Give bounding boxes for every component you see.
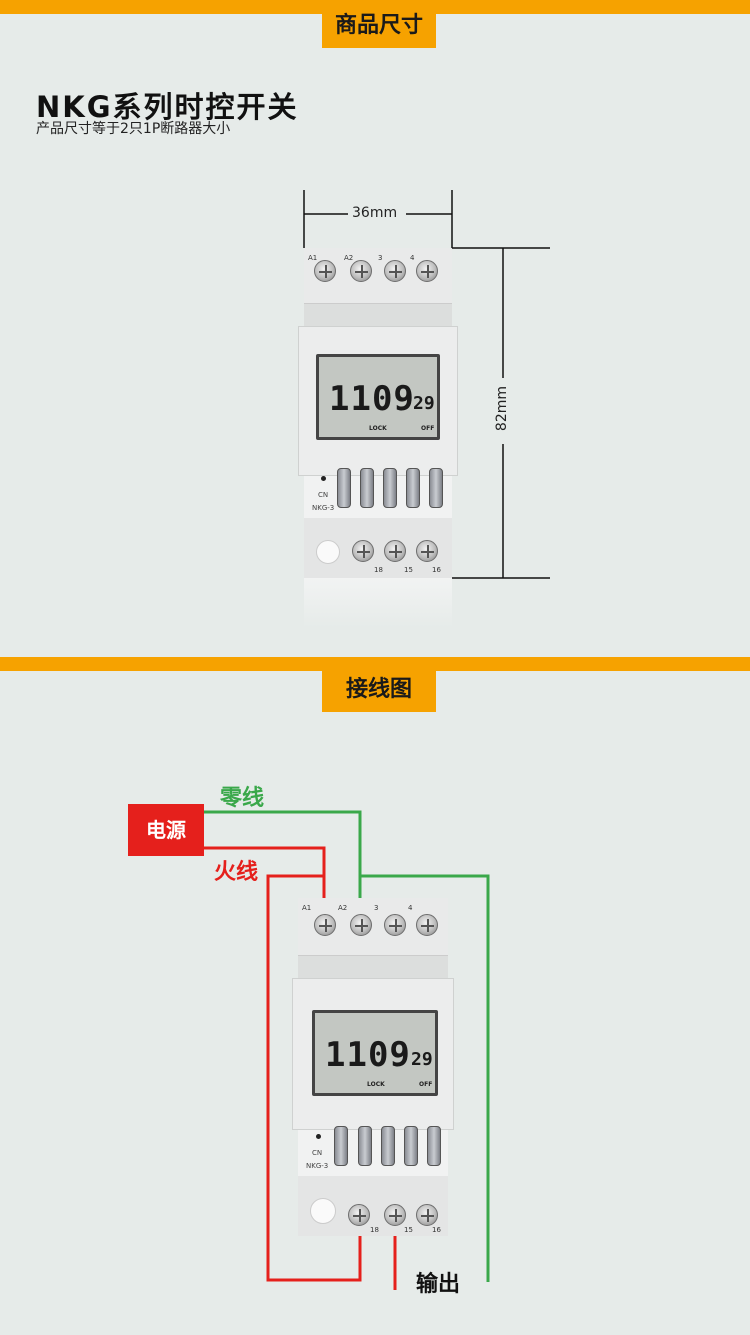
product-title: NKG系列时控开关 xyxy=(36,90,299,124)
middle-orange-band xyxy=(0,657,750,671)
neutral-wire-label: 零线 xyxy=(220,786,265,811)
din-rail-clip xyxy=(310,1198,336,1224)
terminal-label-a2: A2 xyxy=(338,904,348,912)
top-screw-terminal xyxy=(416,914,438,936)
terminal-label-4: 4 xyxy=(408,904,413,912)
model-label: NKG-3 xyxy=(312,504,335,512)
section-tag-wiring: 接线图 xyxy=(322,668,436,712)
terminal-label-a2: A2 xyxy=(344,254,354,262)
control-button-4[interactable] xyxy=(406,468,420,508)
lcd-display: 1109 29 LOCK OFF xyxy=(316,354,440,440)
control-button-1[interactable] xyxy=(337,468,351,508)
lcd-display: 1109 29 LOCK OFF xyxy=(312,1010,438,1096)
terminal-label-4: 4 xyxy=(410,254,415,262)
top-screw-terminal xyxy=(314,260,336,282)
lcd-seconds: 29 xyxy=(411,1049,433,1070)
control-button-3[interactable] xyxy=(381,1126,395,1166)
lcd-time-digits: 1109 xyxy=(325,1035,411,1075)
terminal-label-16: 16 xyxy=(432,566,441,574)
device-reflection xyxy=(304,578,452,628)
top-screw-terminal xyxy=(350,260,372,282)
timer-switch-device-1: A1 A2 3 4 1109 29 LOCK OFF CN NKG-3 18 1… xyxy=(298,248,458,578)
power-source-box: 电源 xyxy=(128,804,204,856)
terminal-label-a1: A1 xyxy=(302,904,312,912)
output-label: 输出 xyxy=(416,1272,461,1297)
lcd-time-digits: 1109 xyxy=(329,379,415,419)
control-button-5[interactable] xyxy=(427,1126,441,1166)
lcd-lock-label: LOCK xyxy=(369,425,387,432)
control-button-3[interactable] xyxy=(383,468,397,508)
control-button-1[interactable] xyxy=(334,1126,348,1166)
control-button-5[interactable] xyxy=(429,468,443,508)
bottom-screw-terminal xyxy=(384,540,406,562)
status-led xyxy=(321,476,326,481)
lcd-seconds: 29 xyxy=(413,393,435,414)
lcd-lock-label: LOCK xyxy=(367,1081,385,1088)
width-dimension-label: 36mm xyxy=(352,205,398,221)
brand-mark: CN xyxy=(312,1149,323,1157)
model-label: NKG-3 xyxy=(306,1162,329,1170)
status-led xyxy=(316,1134,321,1139)
top-screw-terminal xyxy=(350,914,372,936)
control-button-2[interactable] xyxy=(358,1126,372,1166)
terminal-label-15: 15 xyxy=(404,1226,413,1234)
lcd-off-label: OFF xyxy=(419,1081,433,1088)
top-screw-terminal xyxy=(416,260,438,282)
terminal-label-16: 16 xyxy=(432,1226,441,1234)
live-wire-label: 火线 xyxy=(214,860,259,885)
bottom-screw-terminal xyxy=(348,1204,370,1226)
terminal-label-15: 15 xyxy=(404,566,413,574)
control-button-2[interactable] xyxy=(360,468,374,508)
terminal-label-3: 3 xyxy=(374,904,379,912)
top-screw-terminal xyxy=(384,260,406,282)
top-screw-terminal xyxy=(384,914,406,936)
terminal-label-3: 3 xyxy=(378,254,383,262)
brand-mark: CN xyxy=(318,491,329,499)
section-tag-dimensions: 商品尺寸 xyxy=(322,4,436,48)
bottom-screw-terminal xyxy=(416,540,438,562)
terminal-label-18: 18 xyxy=(374,566,383,574)
din-rail-clip xyxy=(316,540,340,564)
lcd-off-label: OFF xyxy=(421,425,435,432)
top-screw-terminal xyxy=(314,914,336,936)
height-dimension-label: 82mm xyxy=(494,386,510,432)
terminal-label-a1: A1 xyxy=(308,254,318,262)
terminal-label-18: 18 xyxy=(370,1226,379,1234)
product-subtitle: 产品尺寸等于2只1P断路器大小 xyxy=(36,121,231,137)
timer-switch-device-2: A1 A2 3 4 1109 29 LOCK OFF CN NKG-3 18 1… xyxy=(292,898,454,1236)
control-button-4[interactable] xyxy=(404,1126,418,1166)
bottom-screw-terminal xyxy=(384,1204,406,1226)
bottom-screw-terminal xyxy=(416,1204,438,1226)
bottom-screw-terminal xyxy=(352,540,374,562)
